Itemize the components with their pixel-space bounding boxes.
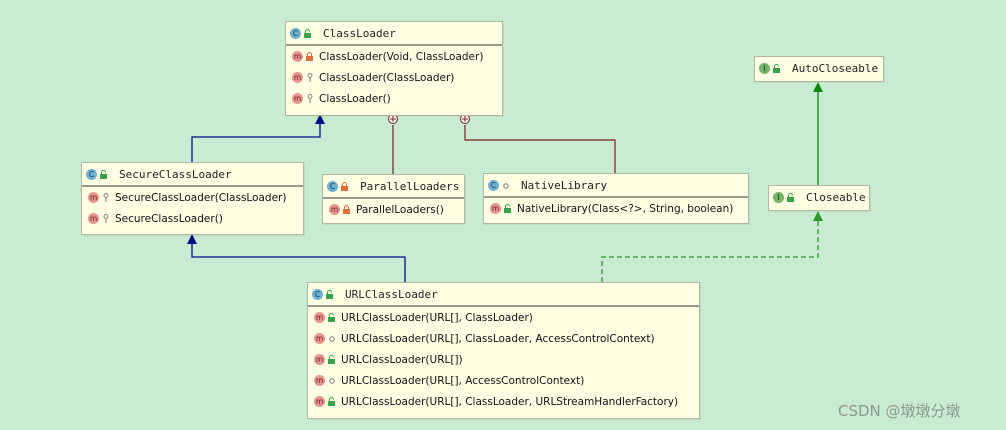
private-visibility-icon: [341, 181, 349, 191]
edge-urlclassloader-secureclassloader: [191, 244, 406, 282]
public-visibility-icon: [328, 355, 336, 364]
member-row[interactable]: m ParallelLoaders(): [323, 199, 464, 220]
member-row[interactable]: m ClassLoader(ClassLoader): [286, 67, 502, 88]
protected-visibility-icon: [102, 193, 110, 202]
class-header: C URLClassLoader: [308, 283, 699, 307]
class-name: NativeLibrary: [521, 178, 608, 192]
class-box-secureclassloader[interactable]: C SecureClassLoader m SecureClassLoader(…: [81, 162, 304, 235]
class-box-parallelloaders[interactable]: C ParallelLoaders m ParallelLoaders(): [322, 174, 465, 224]
public-visibility-icon: [326, 289, 334, 299]
package-visibility-icon: [328, 376, 336, 385]
class-box-urlclassloader[interactable]: C URLClassLoader m URLClassLoader(URL[],…: [307, 282, 700, 419]
class-icon: C: [290, 27, 301, 39]
public-visibility-icon: [328, 397, 336, 406]
public-visibility-icon: [504, 204, 512, 213]
public-visibility-icon: [773, 63, 781, 73]
interface-header: I AutoCloseable: [755, 57, 883, 79]
member-row[interactable]: m SecureClassLoader(ClassLoader): [82, 187, 303, 208]
member-signature: ClassLoader(): [319, 92, 391, 105]
interface-icon: I: [773, 191, 784, 203]
method-icon: m: [88, 192, 99, 203]
member-signature: URLClassLoader(URL[], AccessControlConte…: [341, 374, 585, 387]
class-box-classloader[interactable]: C ClassLoader m ClassLoader(Void, ClassL…: [285, 21, 503, 116]
member-signature: SecureClassLoader(): [115, 212, 223, 225]
private-visibility-icon: [306, 52, 314, 61]
arrowhead-closeable: [813, 211, 823, 221]
method-icon: m: [314, 354, 325, 365]
method-icon: m: [329, 204, 340, 215]
class-icon: C: [327, 180, 338, 192]
method-icon: m: [314, 312, 325, 323]
interface-box-closeable[interactable]: I Closeable: [768, 185, 870, 211]
member-signature: URLClassLoader(URL[], ClassLoader, Acces…: [341, 332, 655, 345]
method-icon: m: [88, 213, 99, 224]
member-signature: ParallelLoaders(): [356, 203, 444, 216]
interface-icon: I: [759, 62, 770, 74]
member-row[interactable]: m URLClassLoader(URL[]): [308, 349, 699, 370]
class-name: ClassLoader: [323, 26, 396, 40]
class-header: C NativeLibrary: [484, 174, 748, 198]
member-row[interactable]: m ClassLoader(): [286, 88, 502, 109]
public-visibility-icon: [787, 192, 795, 202]
class-box-nativelibrary[interactable]: C NativeLibrary m NativeLibrary(Class<?>…: [483, 173, 749, 224]
member-row[interactable]: m URLClassLoader(URL[], AccessControlCon…: [308, 370, 699, 391]
interface-header: I Closeable: [769, 186, 869, 208]
edge-secureclassloader-classloader: [191, 124, 321, 162]
method-icon: m: [292, 72, 303, 83]
method-icon: m: [292, 93, 303, 104]
interface-name: Closeable: [806, 190, 866, 204]
public-visibility-icon: [304, 28, 312, 38]
method-icon: m: [314, 375, 325, 386]
public-visibility-icon: [328, 313, 336, 322]
member-row[interactable]: m ClassLoader(Void, ClassLoader): [286, 46, 502, 67]
member-row[interactable]: m SecureClassLoader(): [82, 208, 303, 229]
class-header: C ParallelLoaders: [323, 175, 464, 199]
member-row[interactable]: m NativeLibrary(Class<?>, String, boolea…: [484, 198, 748, 219]
member-signature: ClassLoader(ClassLoader): [319, 71, 455, 84]
watermark: CSDN @墩墩分墩: [838, 402, 961, 420]
member-row[interactable]: m URLClassLoader(URL[], ClassLoader, URL…: [308, 391, 699, 412]
method-icon: m: [314, 396, 325, 407]
member-signature: URLClassLoader(URL[], ClassLoader): [341, 311, 533, 324]
class-name: SecureClassLoader: [119, 167, 232, 181]
member-signature: SecureClassLoader(ClassLoader): [115, 191, 287, 204]
package-visibility-icon: [502, 181, 510, 190]
private-visibility-icon: [343, 205, 351, 214]
member-signature: NativeLibrary(Class<?>, String, boolean): [517, 202, 734, 215]
package-visibility-icon: [328, 334, 336, 343]
arrowhead-autocloseable: [813, 82, 823, 92]
method-icon: m: [314, 333, 325, 344]
member-signature: URLClassLoader(URL[]): [341, 353, 463, 366]
class-icon: C: [312, 288, 323, 300]
interface-name: AutoCloseable: [792, 61, 879, 75]
class-name: ParallelLoaders: [360, 179, 460, 193]
method-icon: m: [490, 203, 501, 214]
member-signature: URLClassLoader(URL[], ClassLoader, URLSt…: [341, 395, 679, 408]
class-name: URLClassLoader: [345, 287, 438, 301]
method-icon: m: [292, 51, 303, 62]
protected-visibility-icon: [306, 73, 314, 82]
class-icon: C: [488, 179, 499, 191]
arrowhead-secureclassloader: [187, 234, 197, 244]
member-signature: ClassLoader(Void, ClassLoader): [319, 50, 484, 63]
class-header: C SecureClassLoader: [82, 163, 303, 187]
member-row[interactable]: m URLClassLoader(URL[], ClassLoader): [308, 307, 699, 328]
protected-visibility-icon: [306, 94, 314, 103]
protected-visibility-icon: [102, 214, 110, 223]
public-visibility-icon: [100, 169, 108, 179]
edge-nativelibrary-classloader: [464, 125, 616, 173]
class-header: C ClassLoader: [286, 22, 502, 46]
member-row[interactable]: m URLClassLoader(URL[], ClassLoader, Acc…: [308, 328, 699, 349]
interface-box-autocloseable[interactable]: I AutoCloseable: [754, 56, 884, 82]
edge-urlclassloader-closeable: [601, 221, 819, 282]
class-icon: C: [86, 168, 97, 180]
